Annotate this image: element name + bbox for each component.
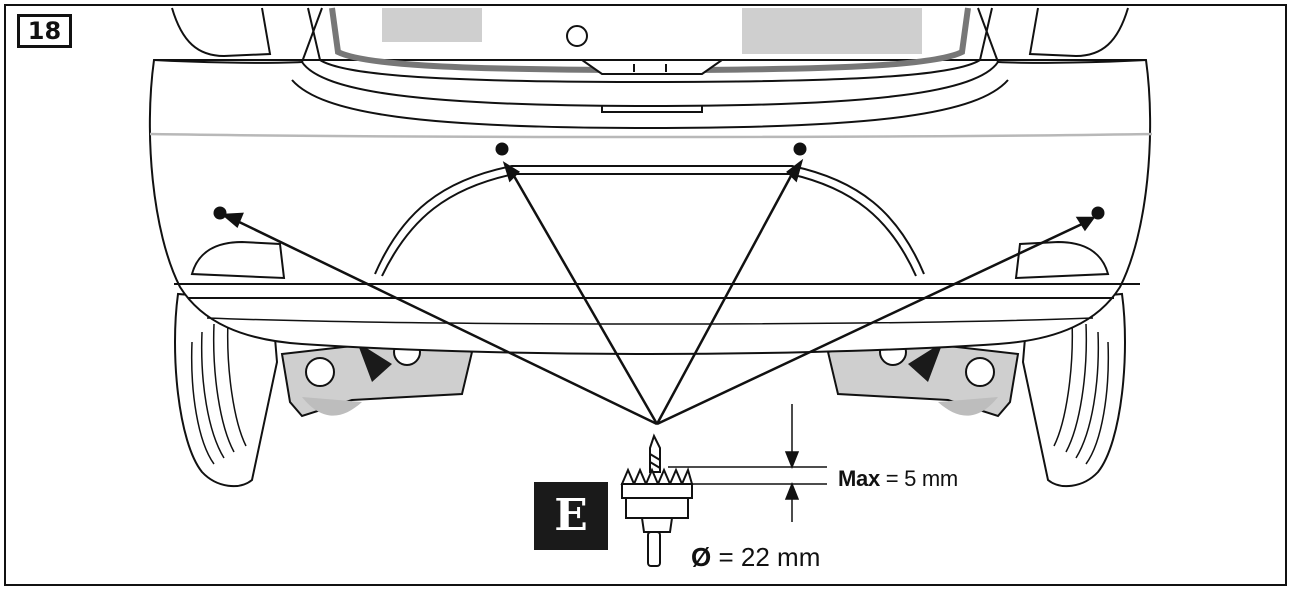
max-equals: = (885, 466, 899, 491)
tool-letter-badge: E (534, 482, 608, 550)
diameter-equals: = (718, 542, 734, 572)
bumper-drilling-illustration (148, 7, 1153, 567)
hole-mark (793, 142, 807, 156)
max-value: 5 mm (904, 466, 958, 491)
step-number-badge: 18 (17, 14, 72, 48)
max-depth-label: Max = 5 mm (838, 466, 958, 492)
tailgate-area (153, 7, 1147, 130)
drill-position-arrows (220, 158, 1096, 426)
max-prefix: Max (838, 466, 880, 491)
rear-bumper (148, 59, 1153, 356)
hole-mark (213, 206, 227, 220)
rear-suspension (280, 336, 1020, 418)
left-wheel (174, 292, 279, 488)
hole-saw-drill-bit-icon (620, 433, 694, 567)
hole-mark (495, 142, 509, 156)
hole-mark (1091, 206, 1105, 220)
max-depth-dimension (668, 404, 827, 522)
right-wheel (1021, 292, 1126, 488)
hole-marks (213, 142, 1105, 220)
diameter-value: 22 mm (740, 542, 821, 572)
instruction-panel: 18 (4, 4, 1287, 586)
diameter-symbol: Ø (691, 542, 712, 572)
diameter-label: Ø = 22 mm (691, 542, 820, 573)
